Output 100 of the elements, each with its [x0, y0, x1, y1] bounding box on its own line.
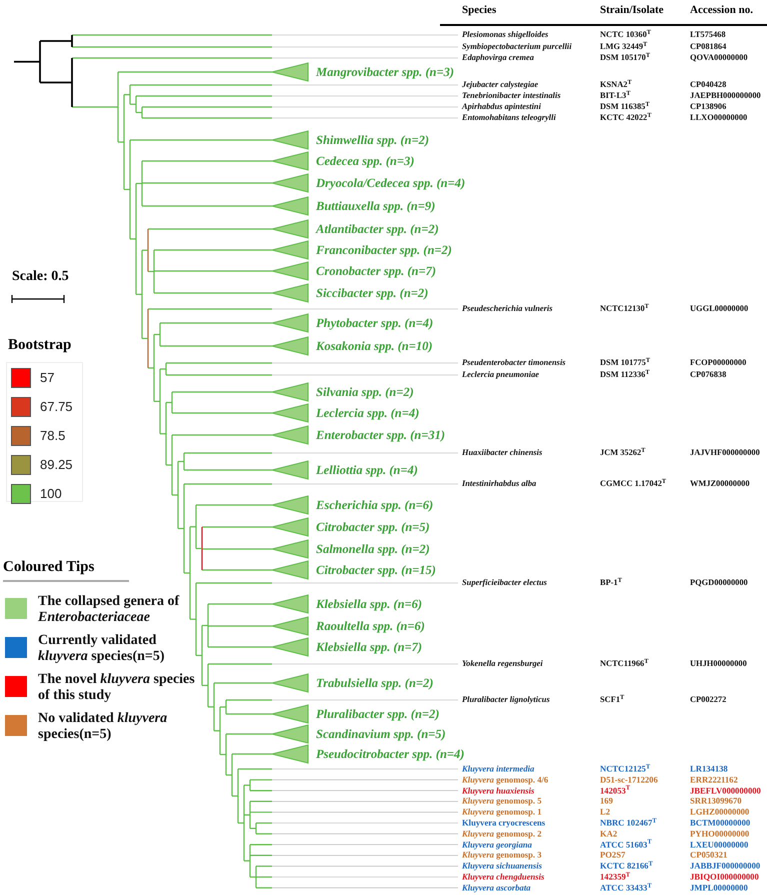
species-name: Kluyvera cryocrescens: [462, 818, 546, 828]
accession-number: PQGD00000000: [690, 578, 748, 588]
strain-id: NCTC11966$^{T}$: [600, 660, 648, 668]
column-header: Strain/Isolate: [600, 5, 664, 16]
clade-label: Scandinavium spp. (n=5): [316, 728, 446, 740]
clade-label: Escherichia spp. (n=6): [316, 498, 434, 512]
clade-label: Buttiauxella spp. (n=9): [316, 200, 436, 212]
clade-label: Phytobacter spp. (n=4): [316, 316, 434, 330]
clade-label: Franconibacter spp. (n=2): [316, 244, 452, 256]
accession-number: JABBJF000000000: [690, 862, 760, 870]
strain-id: DSM 101775$^{T}$: [600, 358, 650, 368]
species-name: Kluyvera ascorbata: [462, 884, 531, 892]
clade-label: Trabulsiella spp. (n=2): [316, 676, 434, 690]
accession-number: UHJH00000000: [690, 660, 747, 668]
accession-number: CP081864: [690, 42, 726, 52]
strain-id: NCTC12125$^{T}$: [600, 764, 650, 774]
accession-number: WMJZ00000000: [690, 480, 750, 488]
species-name: Huaxiibacter chinensis: [462, 448, 542, 458]
clade-label: Dryocola/Cedecea spp. (n=4): [316, 176, 466, 190]
species-name: Plesiomonas shigelloides: [462, 30, 548, 40]
accession-number: CP076838: [690, 370, 726, 380]
accession-number: CP050321: [690, 851, 728, 860]
clade-label: Kosakonia spp. (n=10): [316, 340, 433, 352]
legend-label: The novel kluyvera species of this study: [38, 672, 196, 704]
accession-number: CP138906: [690, 102, 726, 112]
strain-id: 142053$^{T}$: [600, 786, 630, 795]
strain-id: PO2S7: [600, 851, 626, 860]
scale-label: Scale: 0.5: [12, 270, 69, 284]
accession-number: LXEU00000000: [690, 840, 748, 849]
strain-id: L2: [600, 808, 610, 816]
strain-id: ATCC 33433$^{T}$: [600, 884, 652, 892]
species-name: Kluyvera huaxiensis: [462, 786, 534, 795]
strain-id: BIT-L3$^{T}$: [600, 92, 630, 100]
strain-id: DSM 116385$^{T}$: [600, 102, 650, 112]
accession-number: FCOP00000000: [690, 358, 746, 368]
species-name: Kluyvera genomosp. 2: [462, 830, 542, 838]
species-name: Kluyvera sichuanensis: [462, 862, 542, 870]
clade-label: Klebsiella spp. (n=7): [316, 640, 422, 654]
species-name: Edaphovirga cremea: [462, 54, 534, 62]
strain-id: NCTC 10360$^{T}$: [600, 30, 651, 40]
species-name: Superficieibacter electus: [462, 578, 547, 588]
species-name: Kluyvera genomosp. 1: [462, 808, 542, 816]
legend-label: 100: [40, 485, 62, 504]
legend-label: No validated kluyvera species(n=5): [38, 711, 168, 743]
species-name: Tenebrionibacter intestinalis: [462, 92, 561, 100]
clade-label: Silvania spp. (n=2): [316, 386, 414, 398]
accession-number: BCTM00000000: [690, 818, 750, 828]
legend-title: Coloured Tips: [3, 560, 94, 575]
strain-id: 169: [600, 797, 613, 806]
accession-number: PYHO00000000: [690, 830, 750, 838]
species-name: Pseudenterobacter timonensis: [462, 358, 566, 368]
species-name: Kluyvera genomosp. 5: [462, 797, 542, 806]
species-name: Kluyvera genomosp. 3: [462, 851, 542, 860]
legend-label: 78.5: [40, 427, 66, 446]
legend-label: 67.75: [40, 398, 73, 416]
clade-label: Klebsiella spp. (n=6): [316, 598, 422, 610]
clade-label: Enterobacter spp. (n=31): [316, 428, 445, 442]
accession-number: JAJVHF000000000: [690, 448, 760, 458]
clade-label: Lelliottia spp. (n=4): [316, 464, 418, 476]
accession-number: JBIQOI000000000: [690, 872, 759, 882]
accession-number: JAEPBH000000000: [690, 92, 761, 100]
legend-label: Currently validated kluyvera species(n=5): [38, 633, 166, 665]
clade-label: Pluralibacter spp. (n=2): [316, 708, 440, 720]
clade-label: Raoultella spp. (n=6): [316, 620, 425, 632]
species-name: Kluyvera genomosp. 4/6: [462, 776, 548, 784]
species-name: Kluyvera chengduensis: [462, 872, 544, 882]
accession-number: LR134138: [690, 764, 728, 774]
strain-id: DSM 105170$^{T}$: [600, 54, 650, 62]
strain-id: KSNA2$^{T}$: [600, 80, 632, 90]
legend-label: The collapsed genera of Enterobacteriaceae: [38, 594, 180, 626]
column-header: Species: [462, 5, 496, 16]
accession-number: CP040428: [690, 80, 726, 90]
species-name: Apirhabdus apintestini: [462, 102, 541, 112]
clade-label: Salmonella spp. (n=2): [316, 542, 430, 556]
clade-label: Cedecea spp. (n=3): [316, 154, 414, 168]
strain-id: KA2: [600, 830, 618, 838]
strain-id: SCF1$^{T}$: [600, 696, 624, 704]
clade-label: Citrobacter spp. (n=5): [316, 520, 430, 534]
strain-id: JCM 35262$^{T}$: [600, 448, 646, 458]
species-name: Kluyvera georgiana: [462, 840, 532, 849]
species-name: Intestinirhabdus alba: [462, 480, 536, 488]
legend-label: 89.25: [40, 456, 73, 474]
species-name: Kluyvera intermedia: [462, 764, 534, 774]
strain-id: BP-1$^{T}$: [600, 578, 622, 588]
strain-id: 142359$^{T}$: [600, 872, 630, 882]
clade-label: Mangrovibacter spp. (n=3): [316, 66, 454, 78]
clade-label: Shimwellia spp. (n=2): [316, 134, 430, 146]
species-name: Entomohabitans teleogrylli: [462, 114, 556, 122]
strain-id: DSM 112336$^{T}$: [600, 370, 650, 380]
accession-number: LLXO00000000: [690, 114, 748, 122]
accession-number: JBEFLV000000000: [690, 786, 761, 795]
accession-number: UGGL00000000: [690, 304, 748, 314]
clade-label: Atlantibacter spp. (n=2): [316, 222, 439, 236]
accession-number: SRR13099670: [690, 797, 742, 806]
clade-label: Pseudocitrobacter spp. (n=4): [316, 748, 464, 760]
strain-id: D51-sc-1712206: [600, 776, 658, 784]
strain-id: CGMCC 1.17042$^{T}$: [600, 480, 666, 488]
accession-number: LT575468: [690, 30, 726, 40]
clade-label: Siccibacter spp. (n=2): [316, 286, 428, 300]
accession-number: ERR2221162: [690, 776, 738, 784]
